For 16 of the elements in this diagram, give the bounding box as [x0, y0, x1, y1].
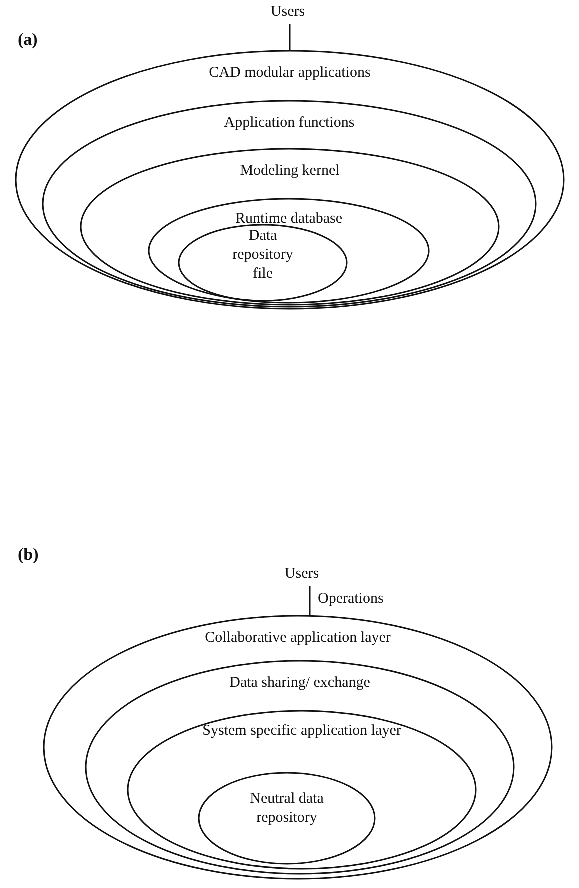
layer-label: CAD modular applications [209, 64, 371, 83]
panel-label: (b) [18, 545, 39, 565]
layer-label: Runtime database [235, 210, 343, 229]
connector-line [309, 586, 311, 616]
layer-label: Neutral data repository [249, 790, 325, 828]
panel-label: (a) [18, 30, 38, 50]
layer-label: Data repository file [232, 227, 294, 284]
layer-label: System specific application layer [202, 722, 402, 741]
connector-line [289, 24, 291, 51]
users-label: Users [262, 2, 314, 22]
layer-label: Modeling kernel [240, 162, 340, 181]
layer-label: Data sharing/ exchange [230, 674, 370, 693]
edge-label: Operations [316, 591, 386, 608]
layer-label: Collaborative application layer [205, 629, 391, 648]
users-label: Users [276, 564, 328, 584]
layer-label: Application functions [224, 114, 355, 133]
